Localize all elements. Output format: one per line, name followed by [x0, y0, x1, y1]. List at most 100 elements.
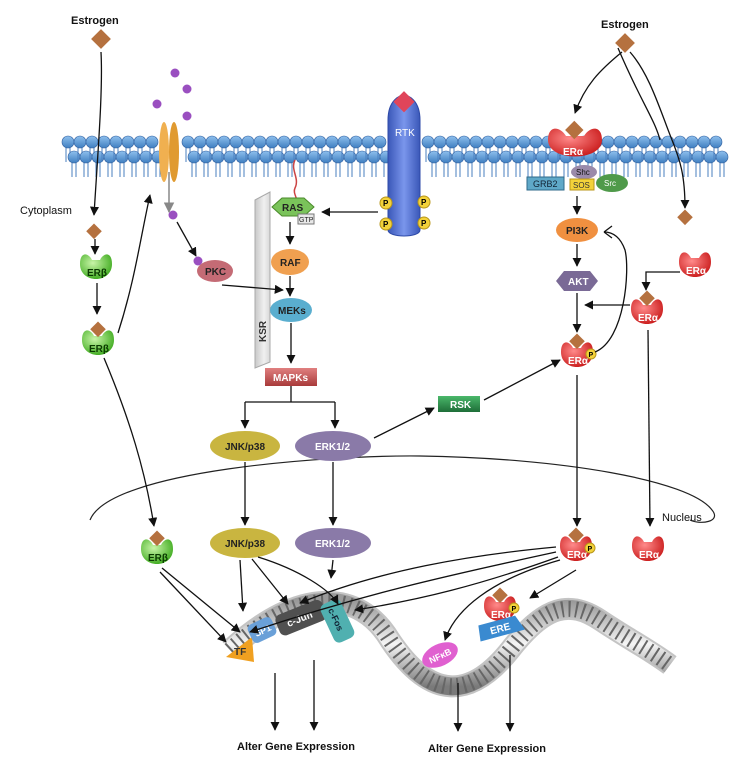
estrogen-label-left: Estrogen	[71, 15, 119, 27]
er-beta-label: ERβ	[87, 268, 107, 279]
lipid-head	[97, 135, 111, 149]
lipid-tail	[539, 163, 545, 177]
estrogen-diamond-icon	[568, 527, 584, 544]
lipid-head	[205, 135, 219, 149]
lipid-tail	[251, 163, 257, 177]
calcium-ion-icon	[182, 84, 192, 94]
sp1-box	[247, 617, 277, 643]
pi3k-label: PI3K	[566, 226, 589, 237]
er-alpha-label: ERα	[639, 550, 660, 561]
nuclear-envelope	[89, 455, 715, 523]
jnk-p38-node	[210, 431, 280, 461]
lipid-head	[709, 135, 723, 149]
er-alpha-label: ERα	[491, 610, 512, 621]
svg-text:P: P	[383, 220, 389, 229]
lipid-tail	[143, 163, 149, 177]
mapks-box	[265, 368, 317, 386]
estrogen-diamond-icon	[86, 223, 102, 240]
calcium-ion-icon	[182, 111, 192, 121]
sos-label: SOS	[573, 181, 590, 190]
lipid-head	[649, 135, 663, 149]
er-alpha-label: ERα	[567, 550, 588, 561]
erk12-nuclear-node	[295, 528, 371, 558]
mapks-label: MAPKs	[273, 373, 308, 384]
lipid-tail	[671, 163, 677, 177]
lipid-head	[313, 135, 327, 149]
grb2-box	[526, 176, 565, 191]
sos-box	[569, 178, 595, 191]
grb2-label: GRB2	[533, 179, 558, 189]
phosphate-icon	[585, 348, 597, 360]
er-beta-label: ERβ	[148, 553, 168, 564]
pkc-label: PKC	[205, 267, 226, 278]
rtk-receptor: RTK	[387, 91, 421, 237]
lipid-tail	[599, 163, 605, 177]
lipid-tail	[107, 163, 113, 177]
lipid-head	[277, 135, 291, 149]
cell-membrane	[61, 135, 729, 177]
meks-label: MEKs	[278, 306, 306, 317]
lipid-head	[529, 135, 543, 149]
er-alpha-label: ERα	[686, 266, 707, 277]
lipid-head	[505, 135, 519, 149]
er-alpha-label: ERα	[638, 313, 659, 324]
phosphate-icon	[584, 542, 596, 554]
lipid-tail	[563, 163, 569, 177]
ras-node	[271, 197, 315, 217]
er-alpha-nuclear: ERα	[632, 536, 664, 561]
estrogen-diamond-icon	[639, 290, 655, 307]
gtp-label: GTP	[299, 217, 314, 224]
lipid-head	[325, 135, 339, 149]
raf-label: RAF	[280, 258, 301, 269]
erk12-node	[295, 431, 371, 461]
lipid-head	[229, 135, 243, 149]
er-alpha-free: ERα	[679, 252, 711, 277]
lipid-head	[217, 135, 231, 149]
lipid-tail	[359, 163, 365, 177]
nucleus-label: Nucleus	[662, 512, 702, 524]
jnk-p38-nuclear-label: JNK/p38	[225, 539, 265, 550]
lipid-head	[289, 135, 303, 149]
lipid-tail	[479, 163, 485, 177]
lipid-head	[133, 135, 147, 149]
lipid-tail	[467, 163, 473, 177]
lipid-head	[361, 135, 375, 149]
phosphate-icon	[508, 602, 520, 614]
svg-text:P: P	[421, 198, 427, 207]
gtp-box	[297, 213, 315, 225]
lipid-head	[253, 135, 267, 149]
shc-label: Shc	[576, 168, 590, 177]
lipid-head	[481, 135, 495, 149]
lipid-head	[445, 135, 459, 149]
lipid-tail	[119, 163, 125, 177]
lipid-head	[145, 135, 159, 149]
alter-gene-expression-right: Alter Gene Expression	[428, 743, 546, 755]
lipid-tail	[515, 163, 521, 177]
lipid-tail	[311, 163, 317, 177]
pathway-arrows	[89, 47, 690, 732]
cytoplasm-label: Cytoplasm	[20, 205, 72, 217]
estrogen-diamond-icon	[569, 333, 585, 350]
ere-box	[478, 615, 525, 642]
lipid-tail	[323, 163, 329, 177]
ksr-scaffold: KSR	[254, 191, 271, 369]
jnk-p38-label: JNK/p38	[225, 442, 265, 453]
lipid-head	[109, 135, 123, 149]
lipid-tail	[71, 163, 77, 177]
ras-label: RAS	[282, 203, 303, 214]
lipid-head	[637, 135, 651, 149]
lipid-head	[421, 135, 435, 149]
lipid-head	[181, 135, 195, 149]
calcium-ion-icon	[193, 256, 203, 266]
lipid-tail	[551, 163, 557, 177]
lipid-tail	[275, 163, 281, 177]
akt-label: AKT	[568, 277, 589, 288]
lipid-tail	[695, 163, 701, 177]
cfos-box	[320, 599, 355, 643]
raf-node	[271, 249, 309, 275]
calcium-ion-icon	[168, 210, 178, 220]
lipid-head	[517, 135, 531, 149]
